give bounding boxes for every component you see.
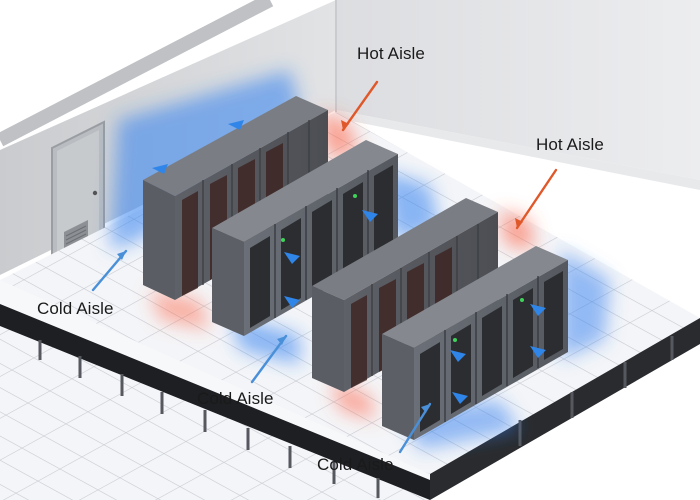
leader-lines <box>91 80 558 454</box>
hot-aisle-label-1: Hot Aisle <box>357 44 425 63</box>
hot-aisle-2-leader <box>515 168 558 230</box>
hot-aisle-label-2: Hot Aisle <box>536 135 604 154</box>
rack-row-4 <box>382 246 568 440</box>
airflow-arrow-icon <box>152 120 546 404</box>
back-wall <box>336 0 700 180</box>
cold-aisle-label-2: Cold Aisle <box>197 389 274 408</box>
cold-aisle-3-leader <box>398 402 432 454</box>
cold-aisle-label-1: Cold Aisle <box>37 299 114 318</box>
status-led-icon <box>281 194 357 242</box>
hot-aisle-1-leader <box>341 80 379 132</box>
floor-supports <box>38 336 674 498</box>
cold-aisle-label-3: Cold Aisle <box>317 455 394 474</box>
cold-aisle-2-leader <box>250 334 288 384</box>
rack-row-2 <box>212 140 398 336</box>
